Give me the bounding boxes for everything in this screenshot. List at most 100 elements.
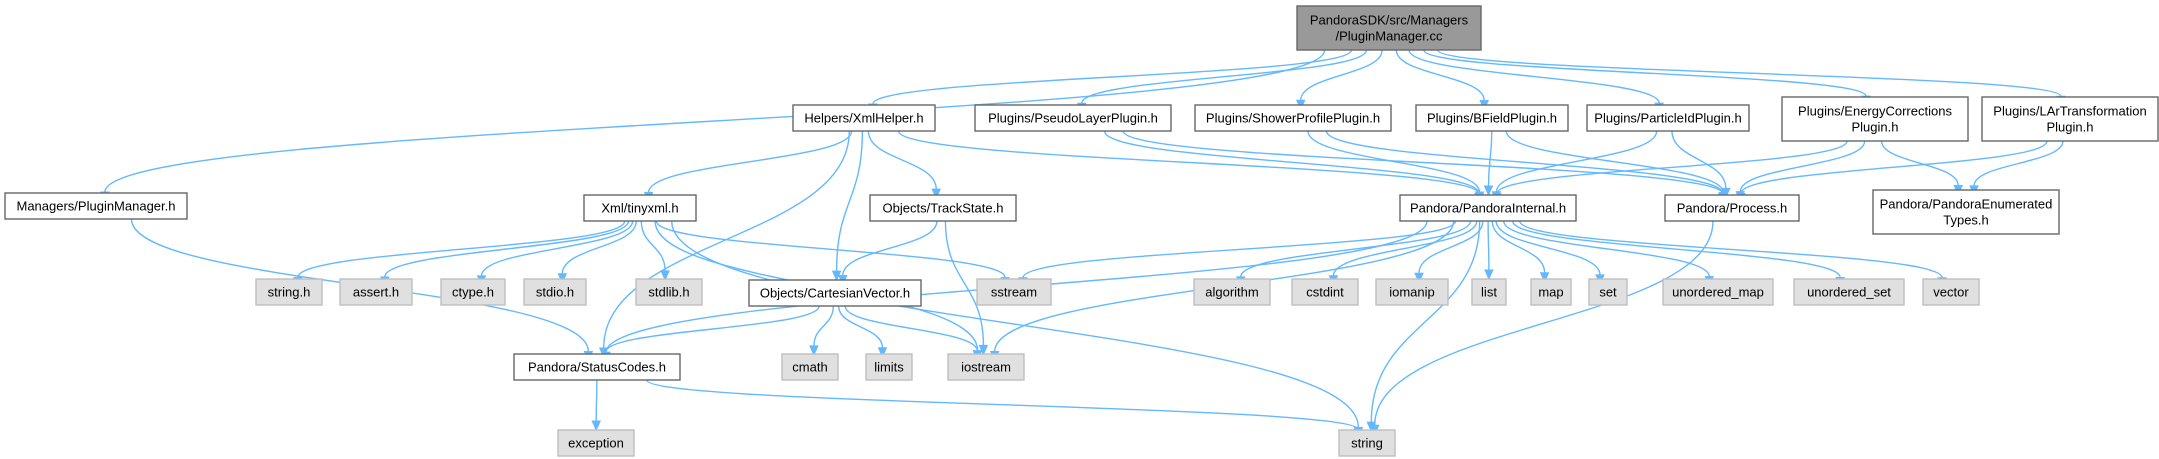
node-label: iostream (961, 360, 1011, 375)
node-box (1872, 189, 2060, 235)
node-label: list (1481, 285, 1497, 300)
node-box (513, 353, 681, 381)
node-box (1586, 104, 1750, 132)
edge-tinyxml-to-sstream (655, 220, 1006, 278)
edge-xmlhelper-to-internal (897, 130, 1480, 195)
edge-internal-to-list (1487, 220, 1490, 271)
node-label: set (1599, 285, 1617, 300)
edge-internal-to-string (1370, 220, 1481, 423)
node-label: Pandora/Process.h (1677, 201, 1788, 216)
node-iostream: iostream (947, 353, 1025, 381)
node-box (1793, 278, 1905, 306)
edge-energy-to-internal (1496, 140, 1848, 195)
node-shower[interactable]: Plugins/ShowerProfilePlugin.h (1194, 104, 1392, 132)
node-label: unordered_set (1807, 285, 1891, 300)
node-list: list (1471, 278, 1507, 306)
node-internal[interactable]: Pandora/PandoraInternal.h (1399, 194, 1577, 222)
node-root[interactable]: PandoraSDK/src/Managers/PluginManager.cc (1296, 5, 1482, 51)
edge-tinyxml-to-string (671, 220, 1360, 428)
edge-energy-to-process (1739, 140, 1866, 192)
node-string: string (1338, 429, 1396, 457)
node-stdio-h: stdio.h (523, 278, 587, 306)
node-box (1399, 194, 1577, 222)
node-label: stdio.h (536, 285, 574, 300)
arrowhead-cartesian-to-cmath (809, 345, 819, 357)
node-pid[interactable]: Plugins/ParticleIdPlugin.h (1586, 104, 1750, 132)
node-trackstate[interactable]: Objects/TrackState.h (869, 194, 1017, 222)
node-xmlhelper[interactable]: Helpers/XmlHelper.h (792, 104, 936, 132)
arrowhead-internal-to-map (1539, 272, 1550, 283)
node-label: Plugins/ParticleIdPlugin.h (1594, 111, 1741, 126)
node-process[interactable]: Pandora/Process.h (1664, 194, 1800, 222)
arrowhead-bfield-to-internal (1483, 185, 1494, 197)
node-unordered-map: unordered_map (1662, 278, 1774, 306)
edge-cartesian-to-limits (837, 305, 884, 348)
edge-bfield-to-internal (1487, 130, 1493, 187)
node-bfield[interactable]: Plugins/BFieldPlugin.h (1415, 104, 1569, 132)
edge-shower-to-process (1325, 130, 1724, 194)
node-label: cmath (792, 360, 827, 375)
node-box (1193, 278, 1271, 306)
nodes-layer: PandoraSDK/src/Managers/PluginManager.cc… (4, 5, 2159, 457)
node-box (947, 353, 1025, 381)
arrowhead-xmlhelper-to-trackstate (931, 188, 941, 200)
node-label: assert.h (353, 285, 399, 300)
node-box (1415, 104, 1569, 132)
edge-root-to-lar (1437, 49, 2062, 97)
node-box (523, 278, 587, 306)
node-box (1471, 278, 1507, 306)
node-box (974, 104, 1172, 132)
edge-internal-to-sstream (1022, 220, 1457, 279)
node-label: Types.h (1943, 213, 1989, 228)
node-cartesian[interactable]: Objects/CartesianVector.h (748, 279, 922, 307)
node-box (1194, 104, 1392, 132)
node-box (440, 278, 506, 306)
edge-trackstate-to-iostream (944, 220, 985, 346)
arrowhead-internal-to-list (1484, 269, 1494, 281)
node-label: Plugins/EnergyCorrections (1798, 104, 1952, 119)
node-tinyxml[interactable]: Xml/tinyxml.h (583, 194, 697, 222)
node-assert-h: assert.h (339, 278, 413, 306)
edge-tinyxml-to-stdlib_h (640, 220, 666, 271)
edge-pseudo-to-internal (1103, 130, 1480, 194)
node-cmath: cmath (781, 353, 839, 381)
edge-shower-to-internal (1307, 130, 1481, 193)
node-label: Pandora/PandoraEnumerated (1880, 197, 2053, 212)
edge-root-to-bfield (1395, 49, 1485, 101)
arrowhead-cartesian-to-limits (877, 347, 888, 359)
node-limits: limits (865, 353, 913, 381)
edge-root-to-shower (1300, 49, 1383, 101)
node-label: string (1351, 436, 1383, 451)
edge-internal-to-unordered_set (1512, 220, 1841, 278)
node-label: Plugins/PseudoLayerPlugin.h (988, 111, 1158, 126)
node-label: Plugins/BFieldPlugin.h (1427, 111, 1557, 126)
node-status[interactable]: Pandora/StatusCodes.h (513, 353, 681, 381)
node-label: Plugins/LArTransformation (1993, 104, 2146, 119)
edge-cartesian-to-cmath (813, 305, 834, 346)
node-label: PandoraSDK/src/Managers (1310, 13, 1469, 28)
edge-pid-to-process (1671, 130, 1727, 189)
node-label: Plugin.h (1852, 120, 1899, 135)
edge-root-to-energy (1423, 49, 1867, 97)
node-box (1664, 194, 1800, 222)
node-box (1662, 278, 1774, 306)
node-label: Helpers/XmlHelper.h (804, 111, 923, 126)
node-mgr-h[interactable]: Managers/PluginManager.h (4, 192, 188, 220)
edge-trackstate-to-cartesian (842, 220, 938, 276)
node-box (781, 353, 839, 381)
node-pseudo[interactable]: Plugins/PseudoLayerPlugin.h (974, 104, 1172, 132)
node-cstdint: cstdint (1291, 278, 1359, 306)
node-stdlib-h: stdlib.h (635, 278, 703, 306)
edge-pseudo-to-process (1122, 130, 1724, 195)
edge-tinyxml-to-ctype_h (480, 220, 634, 277)
node-unordered-set: unordered_set (1793, 278, 1905, 306)
arrowhead-internal-to-iomanip (1414, 272, 1424, 284)
node-label: sstream (991, 285, 1037, 300)
edge-bfield-to-process (1505, 130, 1724, 193)
edge-xmlhelper-to-tinyxml (647, 130, 853, 193)
edge-tinyxml-to-stdio_h (561, 220, 637, 274)
